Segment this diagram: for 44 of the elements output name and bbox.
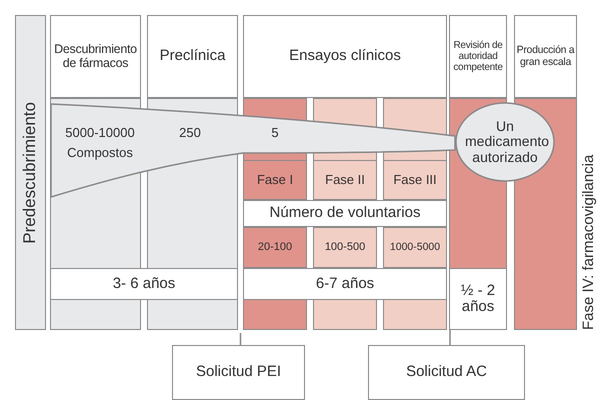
phase-box xyxy=(243,160,307,200)
node-label: Ensayos clínicos xyxy=(289,48,401,65)
node-label: ½ - 2 años xyxy=(460,282,496,316)
node-label: Predescubrimiento xyxy=(21,102,40,244)
leader-line xyxy=(240,333,242,345)
application-box xyxy=(172,345,305,400)
stage-header xyxy=(50,15,141,98)
node-label: Revisión de autoridad competente xyxy=(452,40,504,73)
stage-column xyxy=(15,15,46,330)
phase-box xyxy=(383,160,447,200)
node-label: Producción a gran escala xyxy=(516,44,576,68)
count-box xyxy=(383,227,447,268)
node-label: 20-100 xyxy=(258,241,292,254)
stage-header xyxy=(147,15,238,98)
node-label: 6-7 años xyxy=(316,276,374,292)
node-label: Solicitud AC xyxy=(406,364,487,381)
count-label: 5000-10000 Compostos xyxy=(64,124,136,162)
funnel-shape xyxy=(50,103,456,198)
duration-band xyxy=(449,268,507,330)
result-ellipse xyxy=(455,102,555,182)
count-label: 250 xyxy=(178,124,202,142)
node-label: Descubrimiento de fármacos xyxy=(53,42,138,70)
node-label: Fase III xyxy=(393,172,437,188)
node-label: Fase I xyxy=(256,172,294,188)
node-label: 1000-5000 xyxy=(390,242,440,254)
count-label: 5 xyxy=(270,124,280,142)
node-label: Número de voluntarios xyxy=(270,205,420,222)
node-label: Fase II xyxy=(325,172,365,188)
count-box xyxy=(243,227,307,268)
stage-header xyxy=(514,15,577,98)
application-box xyxy=(368,345,525,400)
side-label: Fase IV: farmacovigilancia xyxy=(580,154,598,330)
leader-line xyxy=(449,330,451,345)
node-label: Preclínica xyxy=(160,48,226,65)
node-label: 3- 6 años xyxy=(112,276,176,292)
duration-band xyxy=(243,268,447,300)
duration-band xyxy=(50,268,238,300)
phase-box xyxy=(313,160,377,200)
count-box xyxy=(313,227,377,268)
node-label: 100-500 xyxy=(324,241,366,254)
stage-header xyxy=(449,15,507,98)
header-band xyxy=(243,200,447,227)
node-label: Solicitud PEI xyxy=(196,364,282,381)
stage-header xyxy=(243,15,447,98)
